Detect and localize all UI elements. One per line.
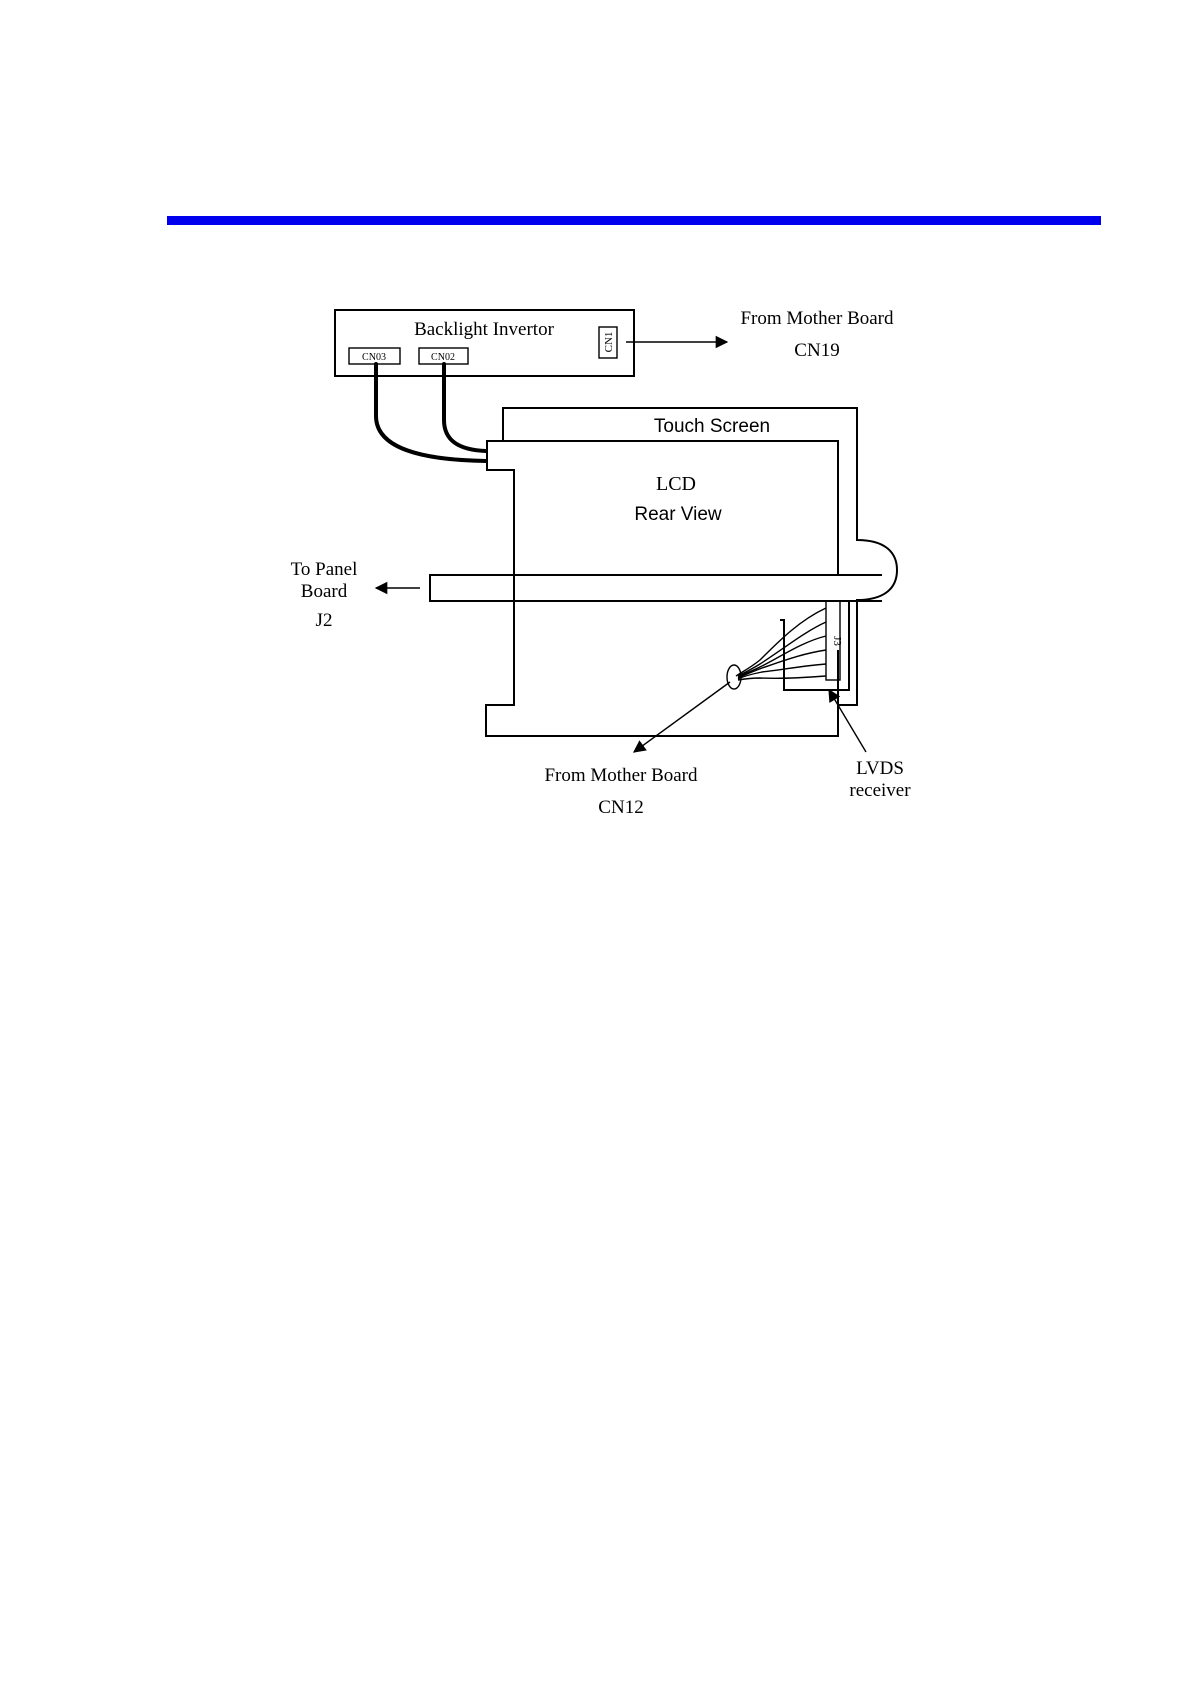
lcd-label: LCD xyxy=(656,473,696,495)
cn02-cable xyxy=(444,364,486,451)
backlight-inverter-label: Backlight Invertor xyxy=(414,319,554,340)
cn03-label: CN03 xyxy=(362,352,386,363)
cn03-cable xyxy=(376,364,486,461)
cn03-connector: CN03 xyxy=(349,348,400,364)
from-mother-board-bottom-label: From Mother Board xyxy=(544,765,698,786)
cn02-connector: CN02 xyxy=(419,348,468,364)
panel-board-strip xyxy=(430,575,882,601)
lvds-receiver-arrow xyxy=(829,690,866,752)
cn02-label: CN02 xyxy=(431,352,455,363)
j2-label: J2 xyxy=(316,610,333,631)
lvds-wire-bundle xyxy=(727,608,826,689)
receiver-label: receiver xyxy=(849,780,911,801)
from-mother-board-top-label: From Mother Board xyxy=(740,308,894,329)
cn12-arrow xyxy=(634,682,730,752)
to-panel-label: To Panel xyxy=(291,559,358,580)
backlight-inverter-board: Backlight Invertor CN03 CN02 CN1 xyxy=(335,310,634,376)
lvds-label: LVDS xyxy=(856,758,904,779)
cn12-label: CN12 xyxy=(598,797,643,818)
j3-label: J3 xyxy=(831,636,843,646)
cn1-label: CN1 xyxy=(603,332,615,353)
cn1-connector: CN1 xyxy=(599,327,617,358)
touch-screen-label: Touch Screen xyxy=(654,416,770,437)
rear-view-label: Rear View xyxy=(634,504,722,525)
cn19-label: CN19 xyxy=(794,340,839,361)
board-label: Board xyxy=(301,581,348,602)
